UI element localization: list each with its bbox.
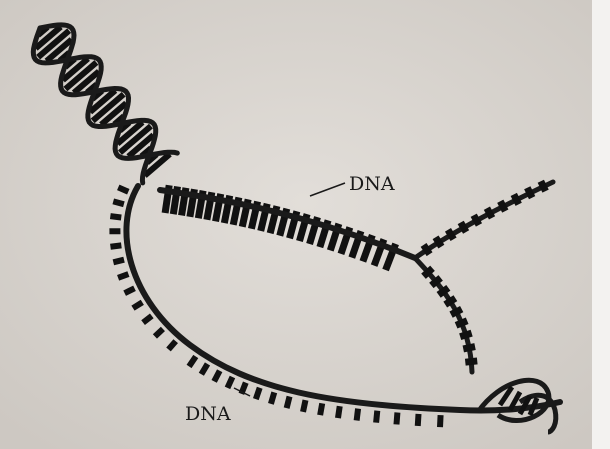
base bbox=[436, 237, 442, 246]
base bbox=[418, 414, 419, 426]
base bbox=[460, 333, 471, 337]
base bbox=[461, 222, 466, 232]
base bbox=[448, 230, 454, 239]
base bbox=[463, 347, 475, 349]
upper-dna-label: DNA bbox=[349, 173, 395, 195]
base bbox=[357, 409, 358, 421]
base bbox=[320, 403, 322, 415]
base bbox=[456, 321, 467, 326]
base bbox=[541, 181, 546, 191]
page-edge bbox=[592, 0, 610, 449]
base bbox=[256, 388, 260, 399]
base bbox=[474, 215, 479, 225]
lower-dna-label: DNA bbox=[185, 403, 231, 425]
base bbox=[396, 412, 397, 424]
base bbox=[303, 400, 305, 412]
base bbox=[500, 201, 505, 211]
base bbox=[110, 216, 121, 217]
base bbox=[287, 396, 290, 408]
base bbox=[113, 260, 124, 263]
base bbox=[113, 201, 124, 204]
base bbox=[440, 415, 441, 427]
base bbox=[338, 406, 340, 418]
base bbox=[527, 188, 532, 198]
base bbox=[465, 361, 477, 362]
base bbox=[376, 411, 377, 423]
base bbox=[110, 245, 121, 246]
base bbox=[487, 208, 492, 218]
base bbox=[118, 187, 128, 191]
base bbox=[271, 392, 274, 404]
base bbox=[514, 194, 519, 204]
base bbox=[118, 274, 128, 278]
base bbox=[451, 309, 462, 315]
